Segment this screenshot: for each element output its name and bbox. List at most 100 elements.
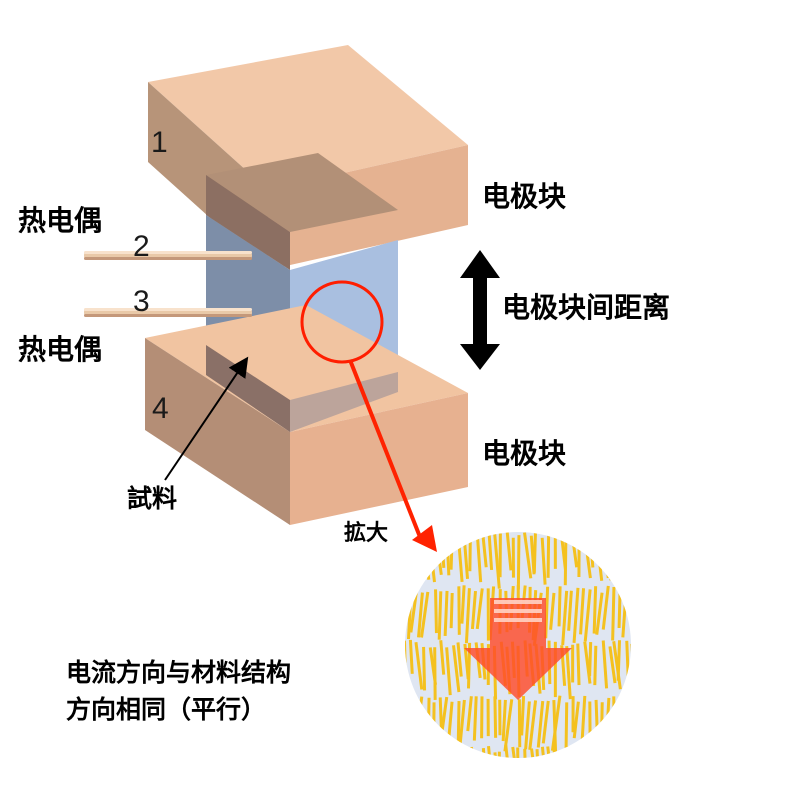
- number-1: 1: [151, 126, 168, 159]
- label-electrode-block-bottom: 电极块: [482, 437, 567, 470]
- sample-pointer-arrow: [164, 356, 249, 481]
- fiber-strand: [462, 537, 470, 579]
- fiber-strand: [516, 747, 520, 758]
- fiber-strand: [487, 534, 494, 571]
- fiber-strand: [616, 640, 622, 681]
- fiber-strand: [595, 592, 604, 635]
- label-magnify: 拡大: [344, 521, 389, 546]
- fiber-strand: [449, 592, 454, 629]
- fiber-strand: [588, 701, 592, 752]
- fiber-strand: [446, 701, 454, 744]
- fiber-strand: [520, 696, 526, 736]
- fiber-strand: [582, 751, 591, 758]
- magnify-arrow-shaft: [348, 359, 422, 538]
- fiber-strand: [451, 750, 458, 758]
- fiber-strand: [572, 587, 580, 643]
- fiber-strand: [588, 747, 595, 758]
- fiber-strand: [464, 588, 471, 644]
- fiber-strand: [576, 643, 581, 686]
- fiber-strand: [420, 750, 425, 758]
- fiber-strand: [577, 532, 581, 578]
- fiber-strand: [408, 536, 414, 581]
- fiber-strand: [466, 642, 472, 689]
- fiber-strand: [460, 585, 466, 624]
- fiber-strand: [546, 533, 551, 578]
- fiber-strand: [444, 746, 450, 758]
- fiber-strand: [618, 749, 624, 758]
- fiber-strand: [630, 643, 631, 684]
- fiber-strand: [496, 751, 501, 758]
- fiber-strand: [571, 696, 575, 733]
- fiber-strand: [570, 751, 575, 758]
- fiber-strand: [420, 591, 430, 638]
- fiber-strand: [501, 699, 507, 742]
- fiber-strand: [432, 702, 436, 745]
- magnified-view: [405, 532, 645, 800]
- fiber-strand: [580, 695, 587, 741]
- fiber-strand: [550, 695, 562, 751]
- fiber-strand: [416, 750, 423, 758]
- fiber-strand: [503, 699, 514, 752]
- fiber-strand: [571, 644, 575, 683]
- fiber-strand: [470, 590, 477, 630]
- fiber-strand: [405, 700, 407, 756]
- top-electrode-block: [148, 45, 468, 270]
- fiber-strand: [457, 586, 461, 635]
- fiber-strand: [407, 746, 412, 758]
- fiber-strand: [563, 536, 568, 586]
- fiber-strand: [565, 646, 572, 700]
- fiber-strand: [607, 746, 612, 758]
- fiber-strand: [457, 699, 466, 753]
- fiber-strand: [540, 537, 547, 585]
- fiber-strand: [588, 642, 593, 677]
- label-thermocouple-bottom: 热电偶: [18, 333, 103, 366]
- fiber-strand: [475, 534, 483, 583]
- distance-arrow: [460, 250, 500, 370]
- fiber-strand: [592, 586, 598, 634]
- fiber-strand: [601, 640, 609, 689]
- fiber-strand: [624, 696, 631, 745]
- fiber-strand: [553, 532, 557, 569]
- fiber-strand: [409, 588, 419, 633]
- fiber-strand: [422, 646, 427, 691]
- fiber-strand: [440, 532, 446, 568]
- fiber-strand: [443, 590, 449, 636]
- fiber-strand: [601, 585, 610, 630]
- fiber-strand: [414, 642, 424, 690]
- fiber-strand: [457, 746, 461, 758]
- fiber-strand: [524, 701, 531, 750]
- fiber-strand: [583, 589, 592, 642]
- note-line-2: 方向相同（平行）: [66, 695, 267, 724]
- fiber-strand: [452, 645, 461, 693]
- fiber-strand: [528, 700, 538, 751]
- fiber-strand: [612, 696, 616, 737]
- label-electrode-block-top: 电极块: [482, 180, 567, 213]
- fiber-strand: [456, 642, 463, 677]
- fiber-strand: [618, 695, 623, 738]
- fiber-strand: [637, 752, 645, 795]
- fiber-strand: [498, 699, 502, 736]
- number-2: 2: [133, 230, 150, 263]
- fiber-strand: [536, 700, 545, 748]
- fiber-strand: [474, 751, 480, 758]
- number-3: 3: [133, 285, 150, 318]
- fiber-strand: [610, 750, 616, 758]
- note-line-1: 电流方向与材料结构: [66, 658, 292, 687]
- fiber-strand: [632, 752, 638, 800]
- bottom-electrode-block: [145, 305, 468, 525]
- fiber-strand: [405, 532, 408, 577]
- fiber-strand: [475, 588, 484, 630]
- fiber-strand: [618, 532, 624, 583]
- fiber-strand: [577, 747, 582, 758]
- fiber-strand: [463, 748, 470, 758]
- fiber-strand: [469, 746, 478, 758]
- fiber-strand: [635, 587, 640, 626]
- fiber-strand: [561, 590, 569, 646]
- fiber-strand: [486, 698, 490, 737]
- magnify-arrow-head: [412, 525, 437, 552]
- fiber-strand: [505, 532, 513, 571]
- current-direction-arrow: [464, 598, 572, 700]
- fiber-strand: [498, 533, 502, 578]
- fiber-strand: [493, 696, 498, 738]
- fiber-strand: [493, 752, 500, 758]
